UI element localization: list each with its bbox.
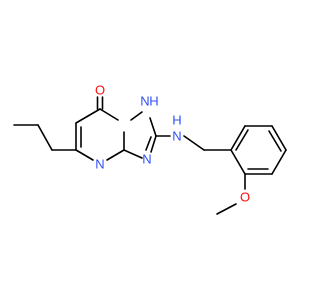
bond-ar1-ar2-inner [235, 129, 249, 151]
bond-ar4-ar5 [271, 149, 287, 175]
bond-c7-c6 [75, 108, 101, 124]
bond-c2-n3 [150, 135, 157, 153]
atom-n-ring-h: N [140, 94, 149, 109]
atom-h-amine: H [172, 113, 181, 128]
bond-nh-ch2 [183, 135, 205, 151]
atom-labels: O N H N H N N O [95, 83, 250, 205]
bond-c5-n4 [75, 149, 94, 161]
bond-ch2-ch2 [37, 124, 53, 151]
bond-ar3-ar4-inner [268, 130, 282, 152]
bond-ar6-ar1 [230, 149, 246, 175]
molecule-structure: O N H N H N N O [0, 0, 300, 300]
bond-n1-nh [130, 111, 143, 121]
bond-n3-c3a [123, 149, 143, 159]
bond-nh-c2 [149, 117, 157, 137]
bond-ar1-ar2 [230, 125, 246, 151]
bond-o-ch3 [216, 203, 237, 215]
atom-n-amine: N [172, 129, 181, 144]
bond-c2-n3-inner [145, 136, 152, 151]
atom-o-methoxy: O [240, 190, 250, 205]
atom-o-carbonyl: O [95, 83, 105, 98]
bond-n1-c7 [99, 108, 119, 121]
atom-h-ring: H [149, 94, 158, 109]
atom-n-triazole: N [142, 152, 151, 167]
atom-n-pyrimidine: N [95, 157, 104, 172]
bond-ar3-ar4 [271, 125, 287, 151]
canvas-background [0, 0, 300, 300]
bond-n4-c3a [106, 149, 125, 161]
bonds [13, 96, 287, 215]
